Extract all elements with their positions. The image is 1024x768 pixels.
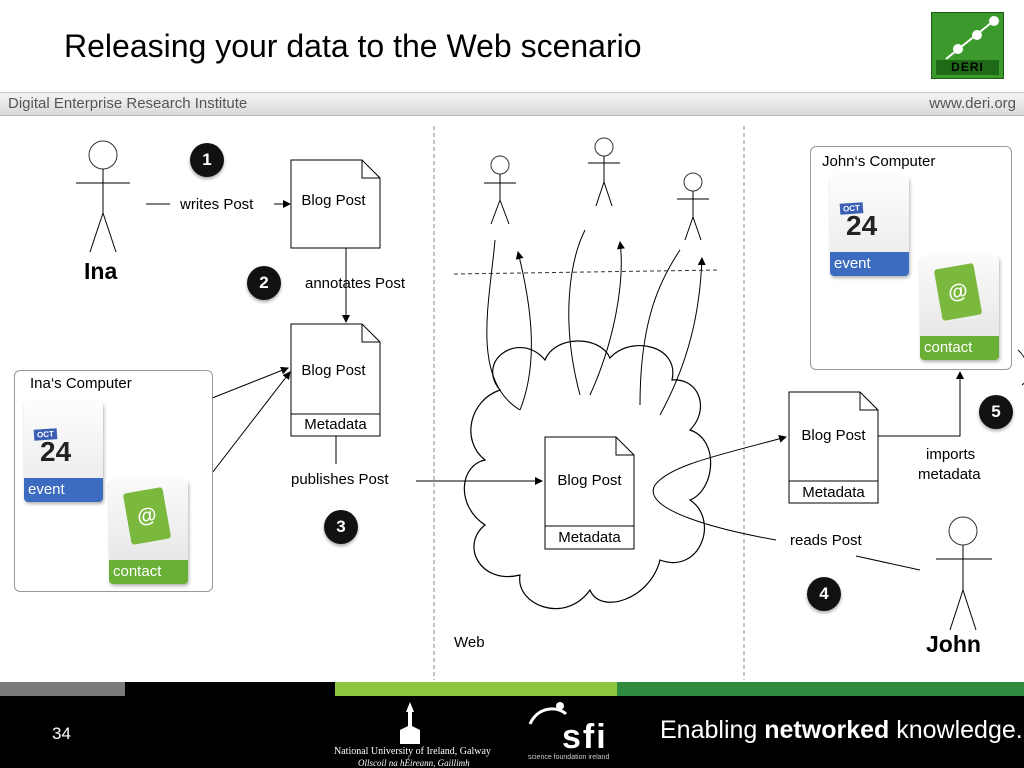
imports-label-line2: metadata [918, 466, 981, 483]
sfi-swoosh-icon [528, 702, 568, 725]
sfi-subtitle: science foundation ireland [528, 754, 610, 761]
web-user-2 [588, 137, 620, 207]
doc-blog-post-john [788, 391, 879, 504]
john-calendar-icon: OCT 24 event [830, 176, 909, 276]
deri-logo: DERI [931, 12, 1004, 79]
reads-line [855, 555, 921, 571]
footer-stripe-black [125, 682, 335, 696]
deri-logo-text: DERI [936, 60, 999, 75]
ina-computer-label: Ina‘s Computer [30, 375, 132, 392]
john-calendar-day: 24 [846, 210, 878, 241]
ina-contact-icon: @ contact [109, 480, 188, 584]
step-badge-2: 2 [247, 266, 281, 300]
deri-logo-graphic [945, 16, 999, 60]
doc-john-title: Blog Post [801, 427, 866, 444]
john-contact-symbol: @ [933, 262, 983, 322]
tagline-pre: Enabling [660, 716, 765, 744]
publishes-post-label: publishes Post [291, 471, 389, 488]
nui-irish-name: Ollscoil na hÉireann, Gaillimh [358, 758, 470, 768]
doc2-title: Blog Post [301, 362, 366, 379]
web-user-3 [677, 172, 709, 241]
writes-post-label: writes Post [180, 196, 254, 213]
header-band [0, 92, 1024, 116]
web-label: Web [454, 634, 485, 651]
step-badge-4: 4 [807, 577, 841, 611]
doc-web-title: Blog Post [557, 472, 622, 489]
slide-number: 34 [52, 724, 71, 743]
doc-blog-post-web [544, 436, 635, 550]
web-access-arrows [486, 229, 706, 416]
ina-contact-label: contact [109, 560, 188, 584]
web-boundary-line [453, 269, 721, 275]
ina-figure [76, 140, 130, 253]
web-user-1 [484, 155, 516, 225]
slide-title: Releasing your data to the Web scenario [64, 28, 642, 64]
edge-arc [1017, 349, 1024, 386]
imports-arrow [878, 371, 964, 437]
nui-name: National University of Ireland, Galway [334, 746, 491, 757]
reads-post-label: reads Post [790, 532, 862, 549]
john-computer-label: John‘s Computer [822, 153, 936, 170]
doc-blog-post-2 [290, 323, 381, 437]
tagline: Enabling networked knowledge. [660, 716, 1023, 745]
ina-label: Ina [84, 258, 118, 284]
john-label: John [926, 631, 981, 657]
john-figure [936, 516, 992, 631]
footer-stripe-lime [335, 682, 617, 696]
tagline-bold: networked [764, 716, 890, 744]
doc-web-metadata: Metadata [558, 529, 621, 546]
imports-label-line1: imports [926, 446, 976, 463]
annotates-post-label: annotates Post [305, 275, 406, 292]
reads-arrow [652, 434, 787, 541]
tagline-post: knowledge. [889, 716, 1023, 744]
footer-stripe-green [617, 682, 1024, 696]
footer-stripe-grey [0, 682, 125, 696]
john-contact-icon: @ contact [920, 256, 999, 360]
doc-john-metadata: Metadata [802, 484, 865, 501]
ina-contact-symbol: @ [122, 486, 172, 546]
ina-calendar-label: event [24, 478, 103, 502]
john-contact-label: contact [920, 336, 999, 360]
footer-bar [0, 696, 1024, 768]
website-url: www.deri.org [929, 95, 1016, 112]
step-badge-3: 3 [324, 510, 358, 544]
ina-calendar-day: 24 [40, 436, 72, 467]
step-badge-1: 1 [190, 143, 224, 177]
ina-contact-arrow [201, 371, 291, 487]
doc2-metadata: Metadata [304, 416, 367, 433]
doc1-title: Blog Post [301, 192, 366, 209]
sfi-logo-text: sfi [562, 718, 608, 756]
step-badge-5: 5 [979, 395, 1013, 429]
doc-blog-post-1 [290, 159, 381, 249]
institute-name: Digital Enterprise Research Institute [8, 95, 248, 112]
ina-calendar-icon: OCT 24 event [24, 402, 103, 502]
john-calendar-label: event [830, 252, 909, 276]
nui-crest-icon [400, 702, 420, 744]
